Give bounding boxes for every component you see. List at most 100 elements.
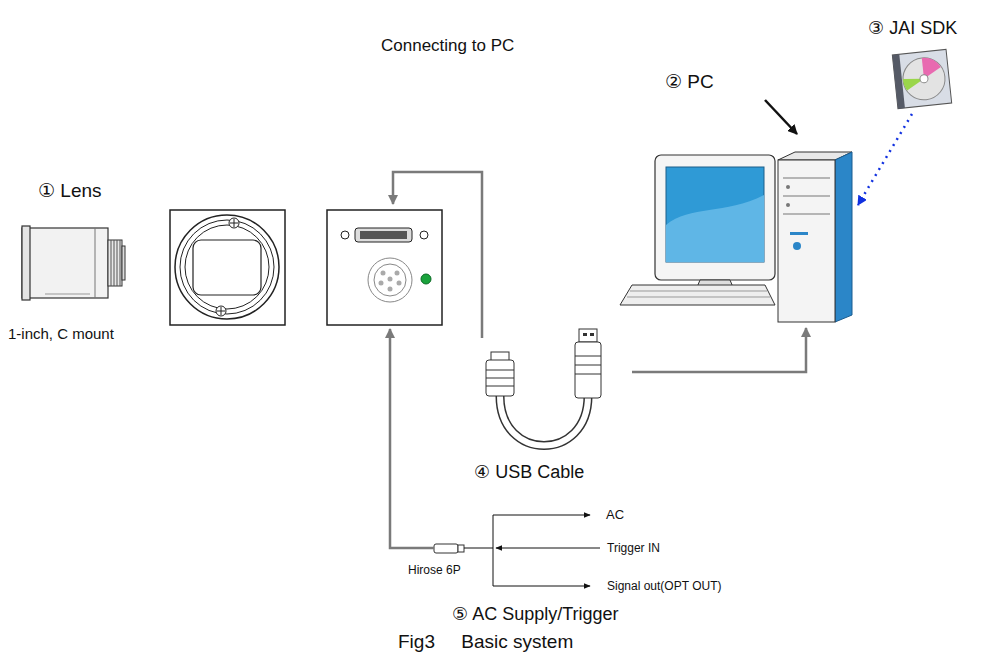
camera-back-part (374, 264, 406, 296)
camera-front-part (216, 306, 226, 316)
lens-drawing-part (114, 240, 115, 286)
pc-drawing (620, 152, 852, 322)
signal-name: Signal out(OPT OUT) (607, 579, 721, 593)
usb-cable-part (486, 386, 514, 387)
hirose-connector-part (434, 544, 458, 553)
usb-cable-part (575, 342, 601, 398)
camera-front-part (221, 307, 222, 315)
lens-drawing-part (108, 240, 122, 286)
lens-drawing (22, 226, 125, 300)
callout-label: ④ USB Cable (474, 462, 584, 484)
cable-arrow (632, 328, 806, 372)
callout-label: ② PC (665, 71, 714, 94)
pc-drawing-part (790, 232, 808, 235)
usb-cable-part (575, 365, 601, 366)
pointer-arrow (765, 100, 797, 134)
usb-cable-part (575, 356, 601, 357)
signal-wires-part (493, 515, 590, 516)
usb-cable-part (500, 396, 588, 446)
sdk-item: ③ JAI SDK (862, 12, 990, 112)
hirose-connector-part (458, 545, 464, 552)
lens-drawing-part (22, 226, 30, 300)
usb-cable-part (500, 396, 588, 446)
pc-drawing-part (783, 214, 830, 215)
usb-cable-part (486, 378, 514, 379)
hirose-connector-part (390, 329, 434, 548)
pc-drawing-part (666, 167, 764, 262)
lens-item: ① Lens 1-inch, C mount (5, 175, 145, 347)
lens-drawing-part (120, 240, 121, 286)
usb-cable-part (590, 333, 594, 336)
signal-name: AC (606, 507, 624, 523)
spec-note: 1-inch, C mount (8, 325, 114, 343)
lens-drawing-part (122, 246, 125, 280)
cable-item: ④ USB Cable (470, 325, 632, 490)
pc-drawing-part (666, 195, 764, 262)
pc-drawing-part (783, 196, 830, 197)
camera-back-part (395, 271, 400, 276)
pc-drawing-part (786, 185, 790, 189)
signal-wires-part (496, 548, 600, 549)
usb-cable-part (575, 374, 601, 375)
sdk-disc-part (901, 56, 947, 102)
pc-drawing-part (835, 152, 852, 322)
lens-drawing-part (95, 228, 96, 298)
camera-back-part (388, 287, 393, 292)
pc-drawing-part (793, 242, 801, 250)
usb-cable (486, 329, 601, 446)
camera-back-part (397, 281, 402, 286)
usb-cable-part (579, 329, 597, 342)
sdk-disc-part (892, 49, 951, 108)
camera-front-part (175, 215, 279, 319)
camera-front (170, 210, 285, 325)
usb-cable-part (486, 360, 514, 396)
signal-name: Trigger IN (607, 541, 660, 555)
pc-drawing-part (786, 203, 790, 207)
camera-back-part (420, 231, 428, 239)
callout-label: ⑤ AC Supply/Trigger (452, 604, 619, 626)
pc-drawing-part (778, 160, 835, 322)
camera-back-part (381, 271, 386, 276)
figure-caption: Fig3 Basic system (398, 631, 573, 654)
camera-back-part (388, 277, 393, 282)
camera-back-part (355, 228, 412, 242)
cable-to-camera-arrow-part (393, 172, 482, 338)
camera-front-part (234, 219, 235, 227)
camera-back-part (360, 231, 407, 239)
lens-drawing-part (111, 240, 112, 286)
signal-wires-part (493, 586, 590, 587)
pc-item: ② PC (612, 65, 858, 328)
signal-wires-part (493, 515, 494, 586)
callout-label: ③ JAI SDK (868, 18, 957, 40)
camera-back-part (379, 281, 384, 286)
lens-drawing-part (117, 240, 118, 286)
usb-cable-part (486, 370, 514, 371)
lens-drawing-part (22, 228, 108, 298)
pc-drawing-part (630, 291, 767, 292)
camera-back-part (368, 258, 412, 302)
camera-back-part (421, 274, 431, 284)
camera-front-part (193, 240, 261, 295)
sdk-disc (892, 49, 951, 108)
callout-label: ① Lens (38, 180, 102, 203)
signal-wires-part (464, 548, 493, 549)
camera-back-part (341, 231, 349, 239)
camera-back-part (327, 210, 442, 325)
cable-to-camera-arrow (393, 172, 482, 338)
pointer-arrow-part (765, 100, 797, 134)
sdk-disc-part (920, 74, 929, 83)
pc-drawing-part (655, 155, 775, 280)
camera-front-part (180, 220, 274, 314)
camera-front-part (170, 210, 285, 325)
pc-drawing-part (627, 297, 770, 298)
connector-name: Hirose 6P (408, 563, 461, 577)
pc-drawing-part (620, 285, 775, 305)
diagram-title: Connecting to PC (381, 36, 514, 56)
camera-back (327, 210, 442, 325)
camera-front-part (229, 218, 239, 228)
usb-cable-part (583, 333, 587, 336)
hirose-connector (390, 329, 464, 553)
